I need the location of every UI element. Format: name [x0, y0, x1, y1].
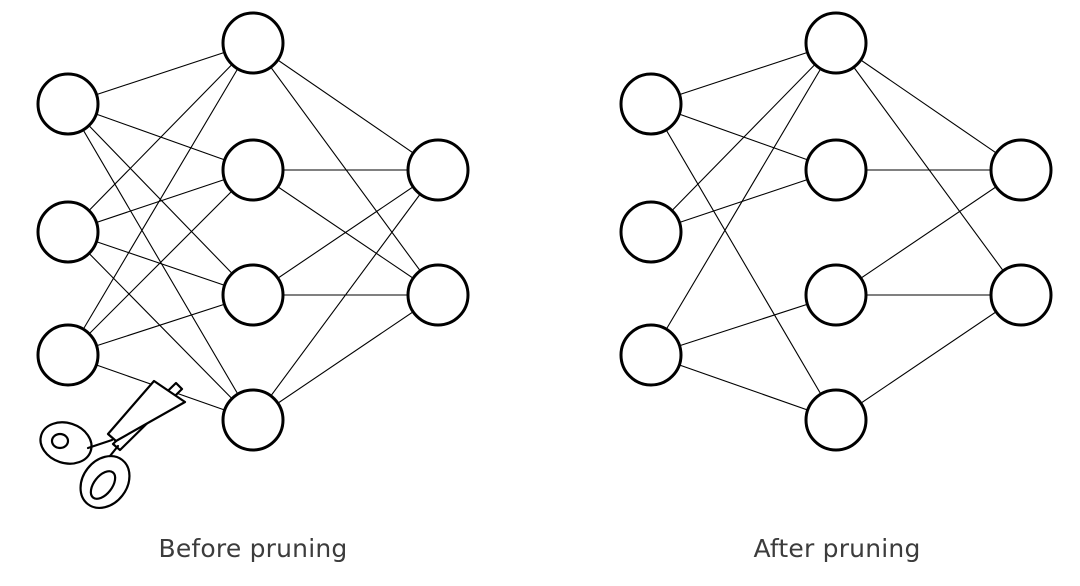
edges-before — [67, 42, 439, 421]
neuron-before-layer0-0 — [36, 72, 100, 136]
edge-after-l1n2-l2n0 — [835, 169, 1022, 296]
neuron-before-layer1-2 — [221, 263, 285, 327]
neuron-before-layer1-1 — [221, 138, 285, 202]
nodes-after — [619, 11, 1053, 452]
neuron-after-layer1-1 — [804, 138, 868, 202]
edge-after-l0n2-l1n2 — [650, 294, 837, 356]
edges-after — [650, 42, 1022, 421]
scissors-icon — [39, 379, 187, 509]
network-before-pruning — [36, 11, 470, 452]
edge-after-l1n0-l2n1 — [835, 42, 1022, 296]
neuron-after-layer1-3 — [804, 388, 868, 452]
edge-after-l1n0-l2n0 — [835, 42, 1022, 171]
edge-after-l0n2-l1n3 — [650, 354, 837, 421]
edge-after-l1n3-l2n1 — [835, 294, 1022, 421]
edge-before-l0n1-l1n1 — [67, 169, 254, 233]
edge-before-l1n3-l2n1 — [252, 294, 439, 421]
edge-before-l1n0-l2n1 — [252, 42, 439, 296]
edge-after-l0n2-l1n0 — [650, 42, 837, 356]
edge-before-l1n3-l2n0 — [252, 169, 439, 421]
neuron-before-layer0-2 — [36, 323, 100, 387]
neuron-after-layer0-1 — [619, 200, 683, 264]
neuron-after-layer0-0 — [619, 72, 683, 136]
edge-before-l0n1-l1n0 — [67, 42, 254, 233]
caption-before-pruning: Before pruning — [158, 534, 348, 563]
edge-before-l0n2-l1n1 — [67, 169, 254, 356]
neuron-after-layer2-1 — [989, 263, 1053, 327]
neuron-after-layer0-2 — [619, 323, 683, 387]
neuron-after-layer2-0 — [989, 138, 1053, 202]
edge-after-l0n1-l1n0 — [650, 42, 837, 233]
network-after-pruning — [619, 11, 1053, 452]
nodes-before — [36, 11, 470, 452]
neuron-after-layer1-2 — [804, 263, 868, 327]
edge-before-l0n0-l1n0 — [67, 42, 254, 105]
neuron-before-layer1-0 — [221, 11, 285, 75]
edge-before-l0n2-l1n0 — [67, 42, 254, 356]
edge-after-l0n1-l1n1 — [650, 169, 837, 233]
neuron-before-layer2-0 — [406, 138, 470, 202]
neuron-after-layer1-0 — [804, 11, 868, 75]
edge-before-l0n2-l1n2 — [67, 294, 254, 356]
neuron-before-layer0-1 — [36, 200, 100, 264]
edge-before-l1n0-l2n0 — [252, 42, 439, 171]
neuron-before-layer2-1 — [406, 263, 470, 327]
neuron-before-layer1-3 — [221, 388, 285, 452]
edge-before-l0n1-l1n2 — [67, 231, 254, 296]
caption-after-pruning: After pruning — [753, 534, 921, 563]
edge-before-l1n2-l2n0 — [252, 169, 439, 296]
edge-after-l0n0-l1n3 — [650, 103, 837, 421]
edge-before-l0n1-l1n3 — [67, 231, 254, 421]
edge-after-l0n0-l1n0 — [650, 42, 837, 105]
